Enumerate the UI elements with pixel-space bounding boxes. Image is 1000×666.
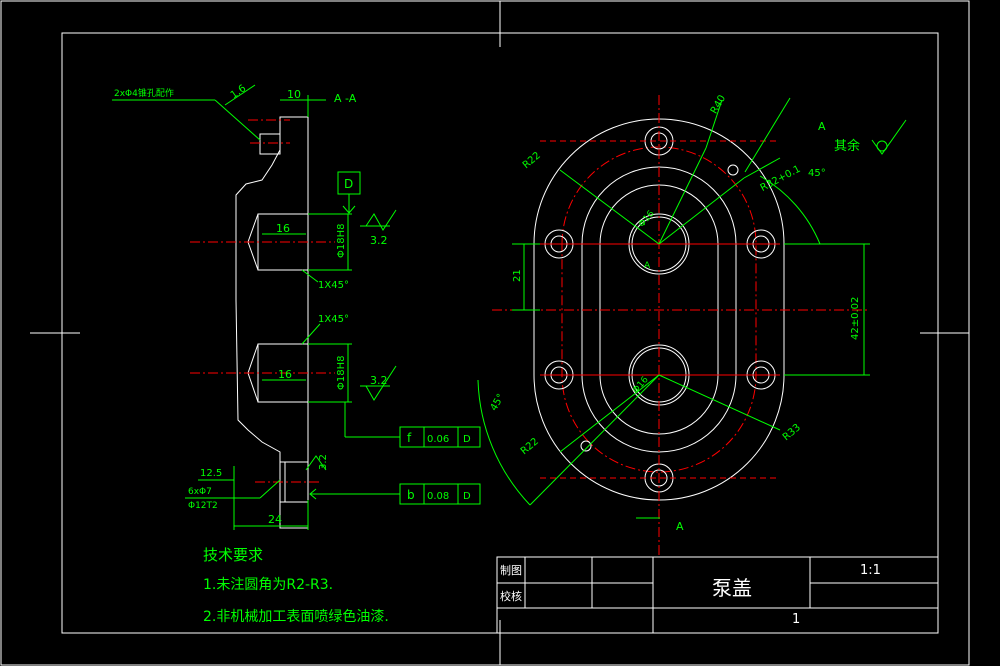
fit-note: 2xΦ4锥孔配作 [114, 87, 174, 99]
dim-r22-top: R22 [521, 150, 543, 171]
dim-12-5: 12.5 [200, 468, 222, 479]
dim-21: 21 [512, 269, 523, 282]
view-label-top: A [818, 120, 826, 133]
other-roughness: 其余 [834, 138, 860, 154]
tol-1-value: 0.06 [427, 434, 449, 445]
tol-2-symbol: b [407, 488, 415, 502]
title-block-drawn-label: 制图 [500, 564, 522, 577]
sheet-number: 1 [792, 612, 801, 627]
dim-r33: R33 [781, 422, 803, 443]
dim-bore-depth-2: 16 [278, 368, 292, 381]
tol-1-symbol: f [407, 431, 412, 445]
dim-thread: 6xΦ7 [188, 487, 212, 497]
section-view: 10 A -A 2xΦ4锥孔配作 1.6 16 16 Φ18H8 Φ18H8 D… [112, 83, 481, 530]
datum-label: D [344, 177, 353, 191]
view-label-bottom: A [676, 520, 684, 533]
tol-1-datum: D [463, 434, 471, 445]
plan-view: 42±0.02 21 R40 R22 R32+0.1 45° R22 R33 4… [477, 93, 907, 555]
dim-thread-dia: Φ12T2 [188, 501, 218, 511]
view-label-inner: A [644, 261, 651, 271]
drawing-title: 泵盖 [712, 576, 752, 600]
section-label: A -A [334, 92, 357, 105]
sheet-frame [0, 0, 970, 666]
note-item-1: 1.未注圆角为R2-R3. [203, 577, 334, 593]
dim-angle-45: 45° [808, 168, 826, 179]
dim-r22-bottom: R22 [519, 436, 541, 457]
dim-angle-left: 45° [489, 392, 507, 413]
dim-width-24: 24 [268, 513, 282, 526]
dim-bore-dia-1: Φ18H8 [336, 224, 347, 258]
tol-2-value: 0.08 [427, 491, 449, 502]
dim-42: 42±0.02 [850, 297, 861, 340]
dim-bore-dia-2: Φ18H8 [336, 356, 347, 390]
dim-chamfer-2: 1X45° [318, 314, 349, 325]
roughness-1: 3.2 [370, 234, 388, 247]
tol-2-datum: D [463, 491, 471, 502]
note-item-2: 2.非机械加工表面喷绿色油漆. [203, 609, 389, 625]
dim-top-width: 10 [287, 88, 301, 101]
drawing-scale: 1:1 [860, 563, 881, 578]
title-block-checked-label: 校核 [500, 590, 522, 603]
dim-phi-top: Φ16 [637, 209, 657, 230]
dim-bore-depth-1: 16 [276, 222, 290, 235]
dim-r40: R40 [709, 93, 728, 116]
roughness-3: 3.2 [318, 454, 329, 470]
dim-chamfer-1: 1X45° [318, 280, 349, 291]
title-block [496, 556, 939, 634]
roughness-2: 3.2 [370, 374, 388, 387]
dim-phi-bottom: Φ16 [631, 375, 651, 396]
notes-heading: 技术要求 [203, 546, 264, 564]
